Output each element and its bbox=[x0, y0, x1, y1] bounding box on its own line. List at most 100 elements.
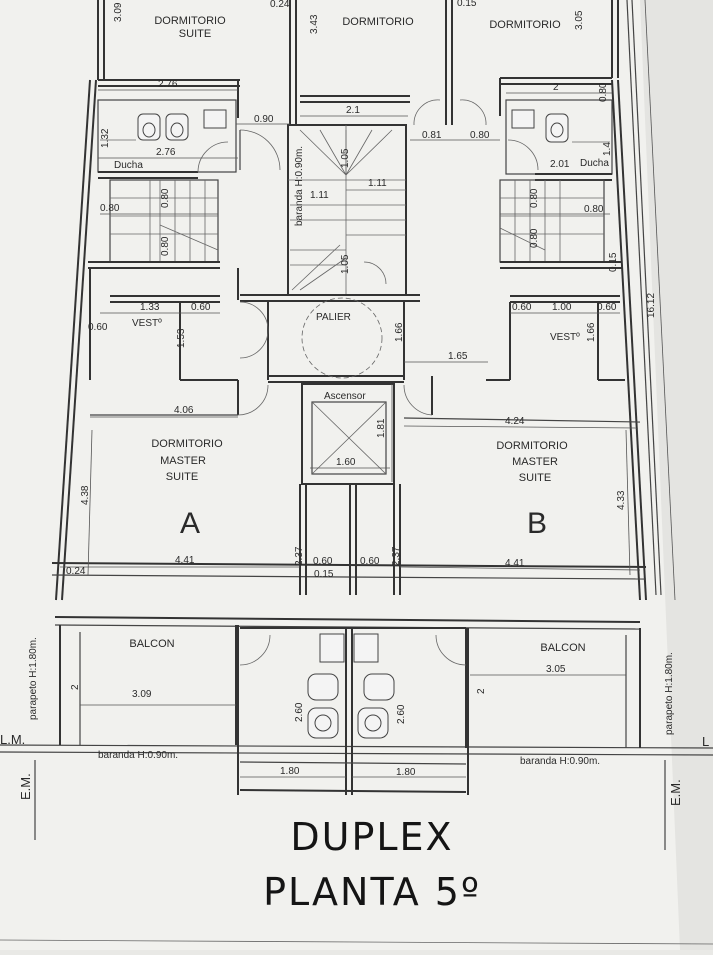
room-ducha-right: Ducha bbox=[580, 158, 609, 169]
balcony-area bbox=[59, 625, 641, 795]
dim-label: 0.24 bbox=[270, 0, 290, 10]
dim-label: 1.4 bbox=[602, 142, 613, 156]
note-parapeto-right: parapeto H:1.80m. bbox=[664, 652, 675, 735]
dim-label: 1.32 bbox=[100, 128, 111, 148]
dim-label: 1.81 bbox=[376, 418, 387, 438]
room-ducha-left: Ducha bbox=[114, 160, 143, 171]
dim-label: 2.60 bbox=[294, 702, 305, 722]
room-master-a-line3: SUITE bbox=[166, 471, 198, 483]
dim-label: 2.76 bbox=[156, 147, 176, 158]
note-lm-left: L.M. bbox=[0, 732, 25, 747]
dim-label: 0.15 bbox=[608, 252, 619, 272]
bath-fixtures-bottom bbox=[307, 633, 395, 739]
stairs-center bbox=[240, 124, 420, 302]
note-baranda-right: baranda H:0.90m. bbox=[520, 756, 600, 767]
room-master-a-line2: MASTER bbox=[160, 455, 206, 467]
dimension-labels: 3.09 0.24 3.43 0.15 3.05 2.76 0.90 2.1 2… bbox=[66, 0, 657, 778]
stairs-left bbox=[88, 179, 220, 269]
unit-b-label: B bbox=[527, 507, 547, 540]
dim-label: 0.15 bbox=[457, 0, 477, 9]
dim-label: 1.80 bbox=[396, 767, 416, 778]
dim-label: 1.05 bbox=[340, 254, 351, 274]
dim-label: 4.24 bbox=[505, 416, 525, 427]
room-vestidor-right: VESTº bbox=[550, 332, 580, 343]
dim-label: 1.11 bbox=[310, 190, 329, 201]
room-balcon-right: BALCON bbox=[540, 642, 585, 654]
note-baranda-left: baranda H:0.90m. bbox=[98, 750, 178, 761]
dim-label: 0.80 bbox=[584, 204, 604, 215]
doors-top bbox=[197, 99, 539, 173]
room-master-a-line1: DORMITORIO bbox=[151, 438, 223, 450]
dim-label: 3.43 bbox=[309, 14, 320, 34]
room-master-b-line3: SUITE bbox=[519, 472, 551, 484]
note-em-right: E.M. bbox=[668, 779, 683, 806]
room-dormitorio-left: DORMITORIO bbox=[154, 15, 226, 27]
room-dormitorio-right: DORMITORIO bbox=[489, 19, 561, 31]
dim-label: 2.60 bbox=[396, 704, 407, 724]
unit-a-label: A bbox=[180, 507, 200, 540]
dim-label: 0.81 bbox=[422, 130, 442, 141]
dim-label: 4.06 bbox=[174, 405, 194, 416]
room-master-b-line2: MASTER bbox=[512, 456, 558, 468]
annotation-notes: parapeto H:1.80m. parapeto H:1.80m. bara… bbox=[0, 146, 709, 806]
dim-label: 0.80 bbox=[160, 188, 171, 208]
dim-label: 1.60 bbox=[336, 457, 356, 468]
dimension-lines bbox=[60, 0, 676, 778]
dim-label: 4.41 bbox=[505, 558, 525, 569]
dim-label: 1.65 bbox=[448, 351, 468, 362]
dim-label: 0.60 bbox=[191, 302, 211, 313]
note-parapeto-left: parapeto H:1.80m. bbox=[28, 637, 39, 720]
stairs-right bbox=[499, 179, 622, 269]
room-vestidor-left: VESTº bbox=[132, 318, 162, 329]
note-baranda-stair: baranda H:0.90m. bbox=[294, 146, 305, 226]
central-shafts bbox=[299, 484, 401, 595]
dim-label: 16.12 bbox=[646, 293, 657, 318]
em-markers bbox=[34, 760, 666, 850]
dim-label: 0.60 bbox=[597, 302, 617, 313]
dim-label: 0.60 bbox=[313, 556, 333, 567]
dim-label: 0.80 bbox=[529, 228, 540, 248]
dim-label: 1.05 bbox=[340, 148, 351, 168]
dim-label: 1.11 bbox=[368, 178, 387, 189]
dim-label: 1.66 bbox=[394, 322, 405, 342]
dim-label: 2 bbox=[553, 82, 559, 93]
dim-label: 2.37 bbox=[294, 546, 305, 566]
dim-label: 0.24 bbox=[66, 566, 86, 577]
dim-label: 1.00 bbox=[552, 302, 572, 313]
dim-label: 3.09 bbox=[113, 2, 124, 22]
note-em-left: E.M. bbox=[18, 773, 33, 800]
plan-title-line2: PLANTA 5º bbox=[263, 870, 481, 914]
room-labels: DORMITORIO SUITE DORMITORIO DORMITORIO D… bbox=[114, 15, 609, 654]
dim-label: 4.41 bbox=[175, 555, 195, 566]
room-suite-left: SUITE bbox=[179, 28, 211, 40]
plan-title-line1: DUPLEX bbox=[290, 815, 453, 859]
dim-label: 4.38 bbox=[80, 485, 91, 505]
room-balcon-left: BALCON bbox=[129, 638, 174, 650]
room-master-b-line1: DORMITORIO bbox=[496, 440, 568, 452]
dim-label: 0.80 bbox=[598, 82, 609, 102]
dim-label: 2 bbox=[70, 684, 81, 690]
dim-label: 2.37 bbox=[391, 546, 402, 566]
dim-label: 3.05 bbox=[546, 664, 566, 675]
dim-label: 1.80 bbox=[280, 766, 300, 777]
dim-label: 3.09 bbox=[132, 689, 152, 700]
dim-label: 3.05 bbox=[574, 10, 585, 30]
dim-label: 2.1 bbox=[346, 105, 360, 116]
room-ascensor: Ascensor bbox=[324, 391, 366, 402]
room-palier: PALIER bbox=[316, 312, 351, 323]
dim-label: 2.01 bbox=[550, 159, 570, 170]
core-walls bbox=[89, 268, 625, 416]
master-walls bbox=[90, 414, 641, 423]
dim-label: 4.33 bbox=[616, 490, 627, 510]
note-lm-right: L bbox=[702, 734, 709, 749]
dim-label: 1.66 bbox=[586, 322, 597, 342]
dim-label: 0.60 bbox=[360, 556, 380, 567]
dim-label: 0.80 bbox=[100, 203, 120, 214]
dim-label: 0.80 bbox=[529, 188, 540, 208]
dim-label: 2 bbox=[476, 688, 487, 694]
top-walls bbox=[97, 0, 613, 181]
dim-label: 0.15 bbox=[314, 569, 334, 580]
